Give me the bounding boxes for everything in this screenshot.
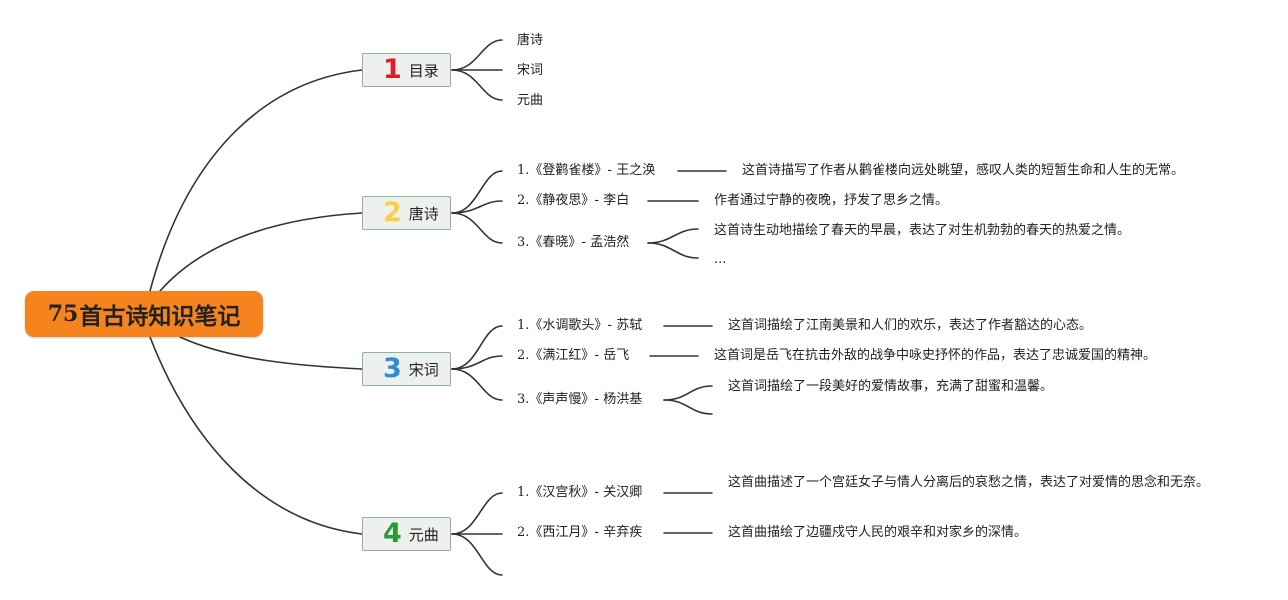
song-note-3[interactable]: 这首词描绘了一段美好的爱情故事，充满了甜蜜和温馨。	[728, 379, 1054, 394]
connector-root-branch-4	[149, 336, 363, 535]
tang-note-1[interactable]: 这首诗描写了作者从鹳雀楼向远处眺望，感叹人类的短暂生命和人生的无常。	[742, 163, 1185, 178]
connector-root-branch-2	[159, 212, 363, 292]
connector-toc-3	[451, 69, 503, 101]
branch-label: 元曲	[408, 525, 439, 544]
tang-poem-1[interactable]: 1.《登鹳雀楼》- 王之涣	[517, 163, 655, 179]
branch-label: 目录	[408, 61, 439, 80]
connector-root-branch-3	[179, 336, 363, 370]
number-badge-icon: 3	[383, 353, 402, 384]
yuan-note-2[interactable]: 这首曲描绘了边疆戍守人民的艰辛和对家乡的深情。	[728, 525, 1028, 540]
connector-song-3	[451, 368, 503, 401]
connector-tang-3	[451, 212, 503, 244]
branch-node-tang[interactable]: 2 唐诗	[362, 196, 451, 230]
yuan-poem-1[interactable]: 1.《汉宫秋》- 关汉卿	[517, 485, 642, 501]
item-number: 1.	[517, 318, 530, 333]
connector-song-note-3b	[663, 399, 713, 415]
poem-title: 《汉宫秋》- 关汉卿	[529, 485, 643, 500]
poem-title: 《西江月》- 辛弃疾	[529, 525, 643, 540]
branch-node-yuan[interactable]: 4 元曲	[362, 517, 451, 551]
tang-note-2[interactable]: 作者通过宁静的夜晚，抒发了思乡之情。	[714, 193, 949, 208]
item-number: 3.	[517, 392, 530, 407]
branch-node-song[interactable]: 3 宋词	[362, 352, 451, 386]
item-number: 2.	[517, 193, 530, 208]
number-badge-icon: 2	[383, 197, 402, 228]
connector-tang-note-3a	[647, 228, 699, 244]
connector-song-2	[451, 355, 503, 370]
yuan-note-1[interactable]: 这首曲描述了一个宫廷女子与情人分离后的哀愁之情，表达了对爱情的思念和无奈。	[728, 475, 1210, 490]
poem-title: 《登鹳雀楼》- 王之涣	[529, 163, 656, 178]
song-poem-2[interactable]: 2.《满江红》- 岳飞	[517, 348, 629, 364]
tang-note-3-more[interactable]: ...	[714, 252, 727, 267]
number-badge-icon: 4	[383, 518, 402, 549]
connector-tang-2	[451, 200, 503, 214]
item-number: 1.	[517, 163, 530, 178]
toc-item-tang[interactable]: 唐诗	[517, 33, 544, 48]
tang-note-3[interactable]: 这首诗生动地描绘了春天的早晨，表达了对生机勃勃的春天的热爱之情。	[714, 223, 1131, 238]
item-number: 2.	[517, 348, 530, 363]
connector-song-1	[451, 325, 503, 370]
tang-poem-3[interactable]: 3.《春晓》- 孟浩然	[517, 235, 629, 251]
root-title: 首古诗知识笔记	[79, 304, 241, 330]
song-note-2[interactable]: 这首词是岳飞在抗击外敌的战争中咏史抒怀的作品，表达了忠诚爱国的精神。	[714, 348, 1157, 363]
item-number: 3.	[517, 235, 530, 250]
poem-title: 《声声慢》- 杨洪基	[529, 392, 643, 407]
toc-item-yuan[interactable]: 元曲	[517, 93, 544, 108]
yuan-poem-2[interactable]: 2.《西江月》- 辛弃疾	[517, 525, 642, 541]
tang-poem-2[interactable]: 2.《静夜思》- 李白	[517, 193, 629, 209]
connector-yuan-1	[451, 492, 503, 535]
branch-node-toc[interactable]: 1 目录	[362, 53, 451, 87]
song-note-1[interactable]: 这首词描绘了江南美景和人们的欢乐，表达了作者豁达的心态。	[728, 318, 1093, 333]
branch-label: 唐诗	[408, 204, 439, 223]
connector-root-branch-1	[149, 69, 363, 292]
poem-title: 《静夜思》- 李白	[529, 193, 630, 208]
poem-title: 《水调歌头》- 苏轼	[529, 318, 643, 333]
connector-toc-1	[451, 39, 503, 71]
poem-title: 《春晓》- 孟浩然	[529, 235, 630, 250]
toc-item-song[interactable]: 宋词	[517, 63, 544, 78]
song-poem-1[interactable]: 1.《水调歌头》- 苏轼	[517, 318, 642, 334]
number-badge-icon: 1	[383, 54, 402, 85]
root-number: 75	[47, 301, 79, 327]
connector-tang-1	[451, 170, 503, 214]
item-number: 1.	[517, 485, 530, 500]
song-poem-3[interactable]: 3.《声声慢》- 杨洪基	[517, 392, 642, 408]
connector-tang-note-3b	[647, 242, 699, 259]
branch-label: 宋词	[408, 360, 439, 379]
item-number: 2.	[517, 525, 530, 540]
connector-yuan-3	[451, 533, 503, 576]
connector-song-note-3a	[663, 385, 713, 401]
poem-title: 《满江红》- 岳飞	[529, 348, 630, 363]
